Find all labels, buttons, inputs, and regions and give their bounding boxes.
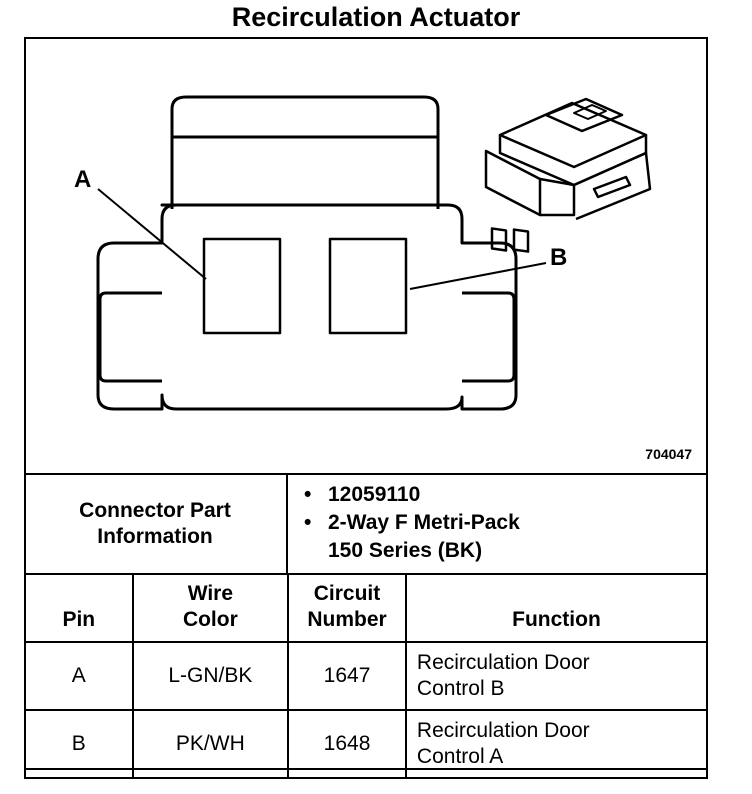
- leader-b: [409, 262, 547, 290]
- callout-label-b: B: [550, 244, 568, 271]
- right-ear-inner: [462, 291, 516, 383]
- circuit-cell: 1647: [287, 641, 407, 711]
- left-ear-inner: [98, 291, 162, 383]
- cavity-b: [328, 237, 408, 335]
- leader-a: [97, 188, 207, 280]
- connector-type-line1: 2-Way F Metri-Pack: [328, 511, 520, 534]
- connector-info-details: 12059110 2-Way F Metri-Pack 150 Series (…: [288, 475, 708, 573]
- connector-info-label: Connector Part Information: [24, 475, 288, 573]
- figure-id: 704047: [645, 446, 692, 462]
- connector-type-line2: 150 Series (BK): [328, 539, 483, 562]
- connector-isometric-icon: [484, 97, 652, 253]
- wire-color-cell: L-GN/BK: [131, 641, 290, 711]
- connector-top-cap: [170, 95, 440, 209]
- wire-color-cell: PK/WH: [131, 709, 290, 779]
- connector-diagram: [96, 95, 652, 411]
- connector-info-list: 12059110 2-Way F Metri-Pack 150 Series (…: [288, 475, 708, 565]
- part-number: 12059110: [304, 481, 708, 509]
- cavity-a: [202, 237, 282, 335]
- connector-info-label-line2: Information: [97, 525, 213, 548]
- connector-info-section: Connector Part Information 12059110 2-Wa…: [24, 473, 708, 575]
- page-title: Recirculation Actuator: [231, 2, 521, 32]
- connector-type: 2-Way F Metri-Pack 150 Series (BK): [304, 509, 708, 565]
- pin-cell: B: [24, 709, 134, 779]
- circuit-cell: 1648: [287, 709, 407, 779]
- header-pin: Pin: [24, 573, 134, 643]
- callout-label-a: A: [74, 166, 92, 193]
- connector-info-label-line1: Connector Part: [79, 499, 231, 522]
- header-function: Function: [404, 573, 709, 643]
- pin-cell: A: [24, 641, 134, 711]
- connector-body: [96, 203, 518, 411]
